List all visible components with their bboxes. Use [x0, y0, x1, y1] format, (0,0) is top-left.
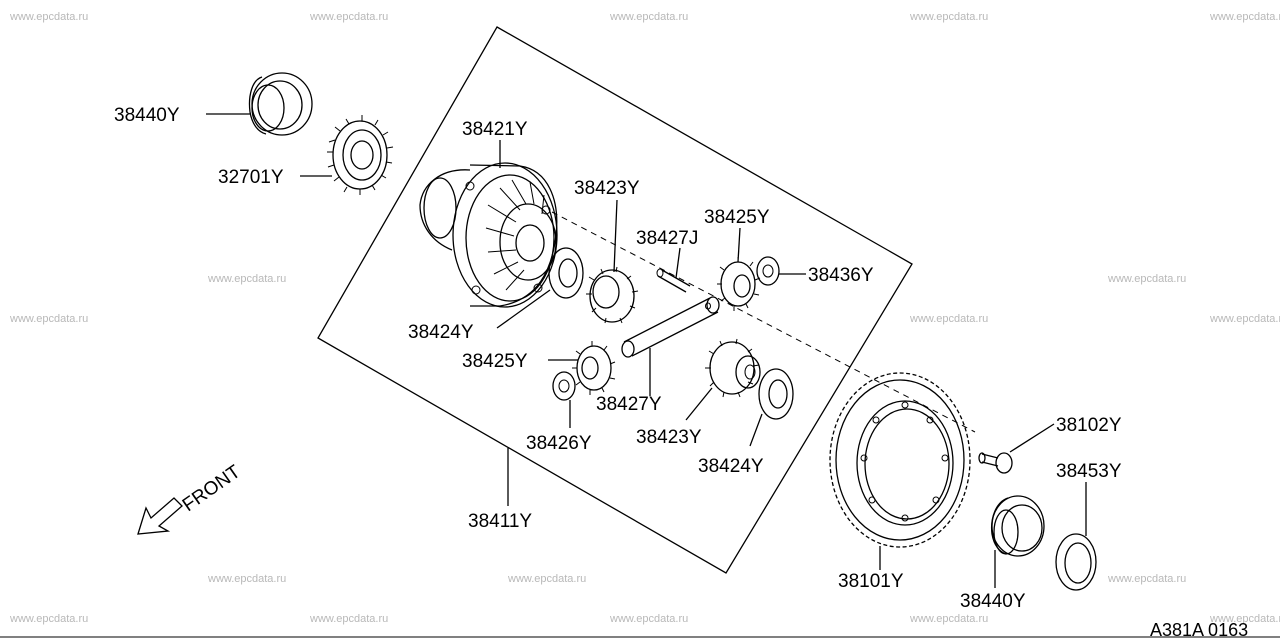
- watermark: www.epcdata.ru: [909, 613, 988, 625]
- pinion-lock-pin[interactable]: [656, 268, 691, 293]
- differential-case[interactable]: [419, 162, 558, 308]
- part-label-38424-left[interactable]: 38424Y: [408, 322, 474, 343]
- watermark: www.epcdata.ru: [1107, 573, 1186, 585]
- leader-38423-top: [613, 199, 618, 273]
- part-label-38102[interactable]: 38102Y: [1056, 415, 1122, 436]
- pinion-thrust-washer-left[interactable]: [552, 371, 576, 401]
- part-label-38411[interactable]: 38411Y: [468, 511, 532, 532]
- part-label-38427J[interactable]: 38427J: [636, 228, 698, 249]
- assembly-axis-dashed: [551, 211, 976, 433]
- part-label-38427-bottom[interactable]: 38427Y: [596, 394, 662, 415]
- watermark: www.epcdata.ru: [309, 613, 388, 625]
- watermark: www.epcdata.ru: [1209, 11, 1280, 23]
- part-label-32701[interactable]: 32701Y: [218, 167, 284, 188]
- watermarks: www.epcdata.ru www.epcdata.ru www.epcdat…: [9, 11, 1280, 625]
- part-label-38436[interactable]: 38436Y: [808, 265, 874, 286]
- leader-38427J: [675, 247, 681, 279]
- watermark: www.epcdata.ru: [609, 11, 688, 23]
- watermark: www.epcdata.ru: [909, 11, 988, 23]
- front-direction-indicator: FRONT: [137, 461, 245, 535]
- leader-38424-left: [496, 289, 551, 329]
- part-label-38423-bottom[interactable]: 38423Y: [636, 427, 702, 448]
- bearing-bottom[interactable]: [990, 495, 1045, 557]
- leader-38425-right: [737, 227, 741, 263]
- watermark: www.epcdata.ru: [1209, 613, 1280, 625]
- part-label-38425-left[interactable]: 38425Y: [462, 351, 528, 372]
- watermark: www.epcdata.ru: [309, 11, 388, 23]
- watermark: www.epcdata.ru: [9, 313, 88, 325]
- final-drive-ring-gear[interactable]: [829, 372, 971, 548]
- part-label-38421[interactable]: 38421Y: [462, 119, 528, 140]
- watermark: www.epcdata.ru: [1209, 313, 1280, 325]
- leader-38102: [1009, 423, 1055, 453]
- part-label-38440-top[interactable]: 38440Y: [114, 105, 180, 126]
- part-label-38426[interactable]: 38426Y: [526, 433, 592, 454]
- watermark: www.epcdata.ru: [207, 573, 286, 585]
- part-label-38440-bottom[interactable]: 38440Y: [960, 591, 1026, 612]
- watermark: www.epcdata.ru: [9, 613, 88, 625]
- part-label-38424-bottom[interactable]: 38424Y: [698, 456, 764, 477]
- part-label-38101[interactable]: 38101Y: [838, 571, 904, 592]
- speedometer-drive-gear[interactable]: [327, 115, 394, 195]
- part-label-38453[interactable]: 38453Y: [1056, 461, 1122, 482]
- side-gear-top[interactable]: [586, 266, 639, 324]
- ring-gear-bolt[interactable]: [978, 452, 1013, 474]
- watermark: www.epcdata.ru: [909, 313, 988, 325]
- front-label: FRONT: [179, 461, 245, 516]
- pinion-thrust-washer-right[interactable]: [756, 256, 780, 286]
- bearing-top[interactable]: [248, 72, 313, 136]
- watermark: www.epcdata.ru: [507, 573, 586, 585]
- thrust-washer-left[interactable]: [548, 247, 584, 299]
- leader-38424-bottom: [749, 413, 763, 447]
- watermark: www.epcdata.ru: [1107, 273, 1186, 285]
- leader-38423-bottom: [685, 387, 713, 421]
- diagram-code: A381A 0163: [1150, 620, 1248, 640]
- front-arrow-icon: [137, 497, 183, 535]
- thrust-washer-bottom[interactable]: [758, 368, 794, 420]
- pinion-mate-gear-left[interactable]: [572, 341, 616, 395]
- watermark: www.epcdata.ru: [609, 613, 688, 625]
- part-label-38423-top[interactable]: 38423Y: [574, 178, 640, 199]
- pinion-mate-shaft[interactable]: [621, 296, 720, 358]
- watermark: www.epcdata.ru: [207, 273, 286, 285]
- kit-outline: [317, 26, 913, 574]
- part-label-38425-right[interactable]: 38425Y: [704, 207, 770, 228]
- side-gear-bottom[interactable]: [705, 338, 761, 398]
- pinion-mate-gear-right[interactable]: [717, 257, 761, 311]
- side-bearing-shim[interactable]: [1055, 533, 1097, 591]
- watermark: www.epcdata.ru: [9, 11, 88, 23]
